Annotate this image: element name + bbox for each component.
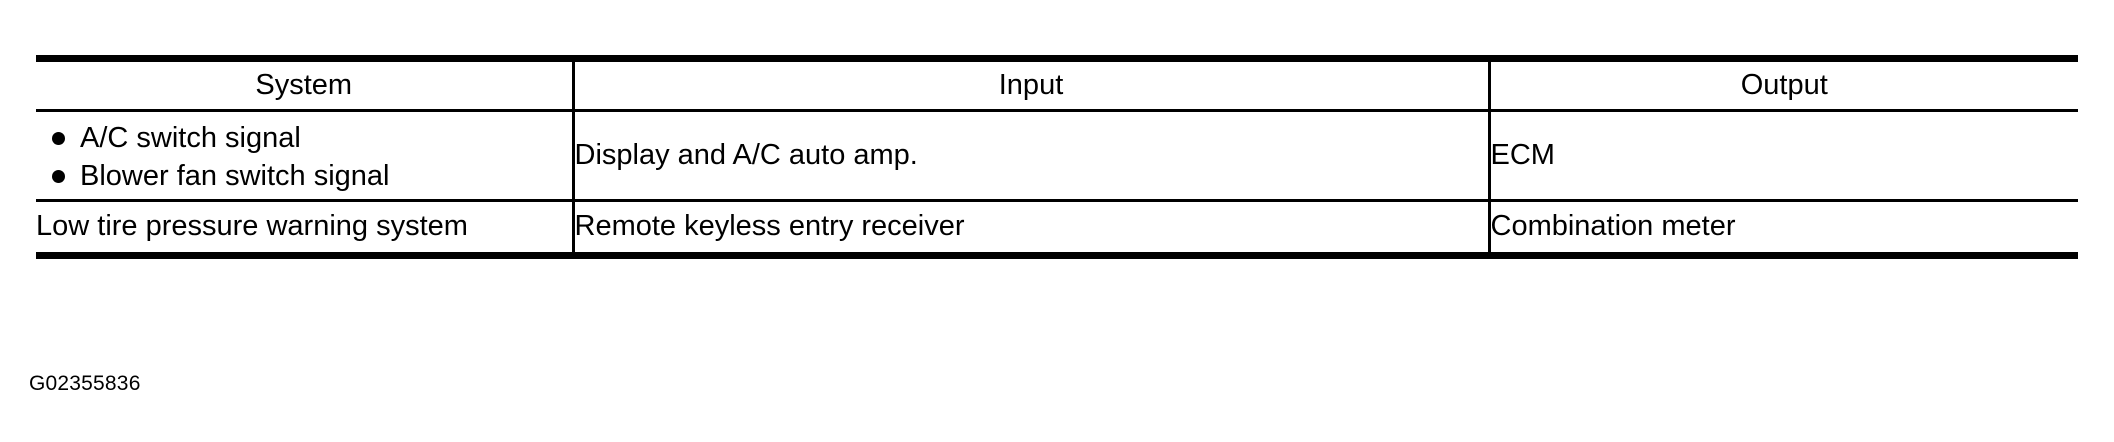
column-header-system: System bbox=[36, 62, 575, 112]
bullet-icon bbox=[52, 132, 65, 145]
list-item: Blower fan switch signal bbox=[50, 159, 572, 192]
column-header-output: Output bbox=[1489, 62, 2078, 112]
cell-input-row1-label: Display and A/C auto amp. bbox=[574, 138, 918, 171]
top-rule-bar bbox=[36, 55, 2078, 62]
table-row: A/C switch signal Blower fan switch sign… bbox=[36, 110, 2078, 202]
column-header-input-label: Input bbox=[998, 68, 1064, 101]
list-item-label: Blower fan switch signal bbox=[80, 159, 390, 192]
cell-input-row2: Remote keyless entry receiver bbox=[573, 200, 1491, 252]
system-bullet-list: A/C switch signal Blower fan switch sign… bbox=[36, 121, 572, 192]
cell-system-row2: Low tire pressure warning system bbox=[36, 200, 575, 252]
table-top-rule bbox=[36, 55, 2078, 62]
cell-output-row1-label: ECM bbox=[1490, 138, 1555, 171]
figure-caption: G02355836 bbox=[29, 372, 141, 395]
bullet-icon bbox=[52, 170, 65, 183]
cell-system-row2-label: Low tire pressure warning system bbox=[36, 210, 468, 243]
cell-output-row2-label: Combination meter bbox=[1490, 210, 1736, 243]
list-item-label: A/C switch signal bbox=[80, 121, 301, 154]
table-header-row: System Input Output bbox=[36, 62, 2078, 112]
cell-output-row1: ECM bbox=[1489, 110, 2078, 202]
column-header-input: Input bbox=[573, 62, 1491, 112]
bottom-rule-bar bbox=[36, 252, 2078, 259]
column-header-output-label: Output bbox=[1740, 68, 1828, 101]
cell-input-row2-label: Remote keyless entry receiver bbox=[574, 210, 965, 243]
table-bottom-rule bbox=[36, 252, 2078, 259]
list-item: A/C switch signal bbox=[50, 121, 572, 154]
cell-output-row2: Combination meter bbox=[1489, 201, 2078, 253]
system-input-output-table: System Input Output A/C switch signal bbox=[36, 55, 2078, 259]
column-header-system-label: System bbox=[255, 68, 353, 101]
cell-input-row1: Display and A/C auto amp. bbox=[573, 110, 1491, 202]
table-row: Low tire pressure warning system Remote … bbox=[36, 200, 2078, 253]
cell-system-row1: A/C switch signal Blower fan switch sign… bbox=[36, 110, 575, 202]
